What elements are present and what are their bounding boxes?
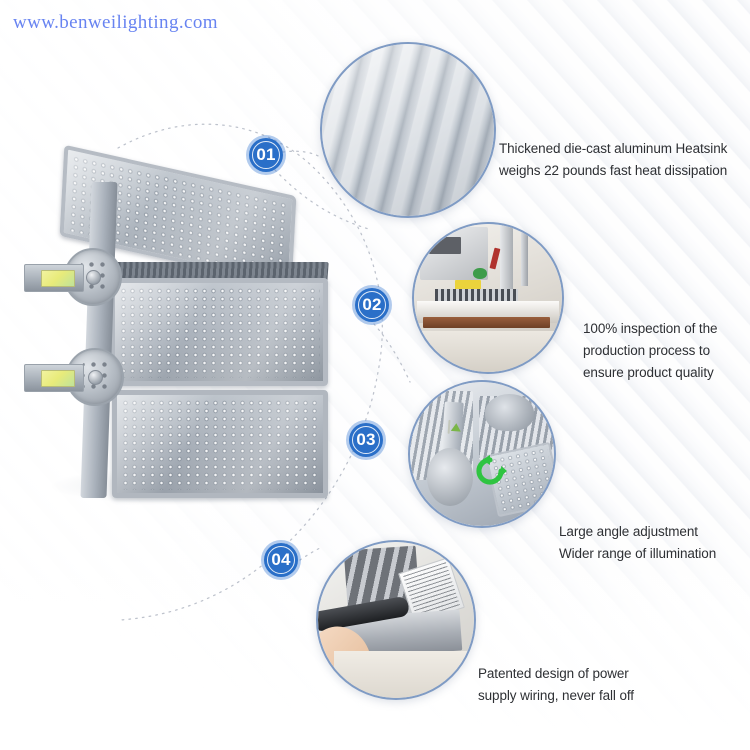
circle-clip [414,224,562,372]
mount-plate-lower [24,364,84,392]
circle-clip [322,44,494,216]
led-lens-gloss [115,283,323,381]
table-surface [333,651,474,698]
led-lens-gloss [117,395,323,493]
step-badge-02[interactable]: 02 [355,288,389,322]
warning-label-sticker [41,370,75,387]
warning-label-sticker [41,270,75,287]
led-panel-middle [110,278,328,386]
bolt-disc [427,448,474,506]
hinge-bolt [87,369,103,385]
triangle-warning-icon [450,422,461,432]
mount-plate-upper [24,264,84,292]
feature-caption-04: Patented design of power supply wiring, … [478,666,634,703]
feature-photo-heatsink-fins [320,42,496,218]
feature-photo-power-wiring [316,540,476,700]
led-panel-bottom [112,390,328,498]
hinge-bolt [85,269,101,285]
fin-shading-overlay [322,44,494,216]
product-photo [22,144,334,508]
circle-clip [410,382,554,526]
website-watermark: www.benweilighting.com [13,12,218,33]
step-badge-01[interactable]: 01 [249,138,283,172]
green-indicator [473,268,487,279]
feature-caption-03: Large angle adjustment Wider range of il… [559,524,717,561]
feature-caption-02: 100% inspection of the production proces… [583,321,718,380]
feature-caption-01: Thickened die-cast aluminum Heatsink wei… [499,141,728,178]
feature-photo-production-inspection [412,222,564,374]
wooden-work-surface [422,317,551,328]
pcb-strip-under-test [434,289,518,304]
machine-vertical-post-secondary [520,229,528,287]
bracket-hinge-lower [66,348,124,406]
rotation-arrow-icon [476,454,508,485]
factory-floor [414,330,562,372]
step-badge-04[interactable]: 04 [264,543,298,577]
circle-clip [318,542,474,698]
machine-display-screen [428,237,462,254]
machine-vertical-post [499,224,514,290]
feature-photo-angle-adjustment [408,380,556,528]
step-badge-03[interactable]: 03 [349,423,383,457]
warning-tag [447,419,461,435]
yellow-component [455,280,481,291]
rotation-plate [484,393,534,431]
